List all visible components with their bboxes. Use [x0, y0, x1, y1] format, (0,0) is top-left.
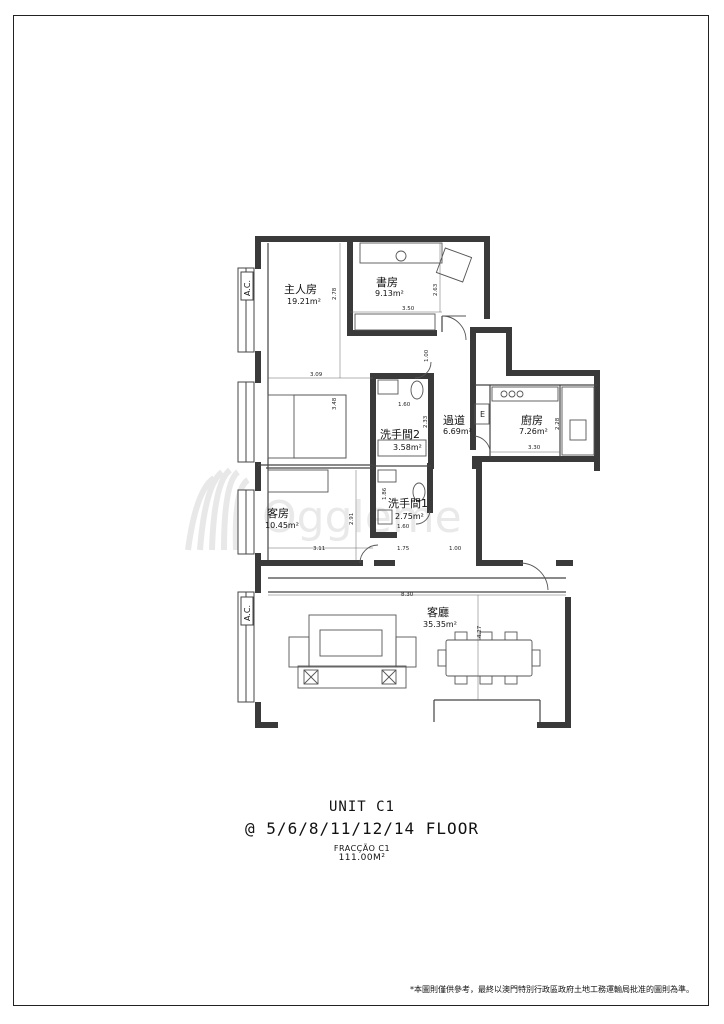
dim-living-depth: 4.27: [477, 625, 483, 638]
dim-study-width: 3.50: [402, 306, 415, 312]
room-guest-area: 10.45m²: [265, 521, 299, 530]
room-guest-name: 客房: [267, 506, 289, 520]
room-master-name: 主人房: [284, 283, 317, 296]
floor-plan: Oggleme: [185, 236, 600, 728]
dim-door-2: 1.00: [449, 546, 462, 552]
ac-label-top: A.C.: [243, 280, 252, 296]
dim-kitchen-height: 2.28: [555, 417, 561, 430]
dim-master-width: 3.09: [310, 372, 323, 378]
room-bath2-name: 洗手間2: [380, 427, 420, 441]
fraction-label: FRACÇÃO C1: [333, 844, 391, 853]
dim-bath2-height: 2.33: [423, 415, 429, 428]
disclaimer-note: *本圖則僅供參考，最終以澳門特別行政區政府土地工務運輸局批准的圖則為準。: [410, 985, 694, 994]
dim-bath1-width: 1.60: [397, 524, 410, 530]
dim-door-1: 1.00: [424, 349, 430, 362]
room-bath1-name: 洗手間1: [388, 496, 428, 510]
dim-study-height: 2.63: [433, 283, 439, 296]
unit-title: UNIT C1: [328, 799, 395, 815]
walls: [255, 236, 600, 728]
room-kitchen-name: 廚房: [521, 413, 543, 427]
dim-bath2-width: 1.60: [398, 402, 411, 408]
dim-passage-width: 1.75: [397, 546, 410, 552]
dimension-lines: [268, 243, 566, 700]
dim-kitchen-width: 3.30: [528, 445, 541, 451]
doors: [359, 315, 549, 591]
ac-units: [240, 271, 254, 626]
partitions: [258, 243, 597, 722]
room-bath2-area: 3.58m²: [393, 443, 422, 452]
room-master-area: 19.21m²: [287, 297, 321, 306]
dim-guest-width: 3.11: [313, 546, 325, 552]
ac-label-bottom: A.C.: [243, 605, 252, 621]
dim-master-height: 2.78: [332, 287, 338, 300]
watermark-logo: [185, 467, 250, 551]
room-living-area: 35.35m²: [423, 620, 457, 629]
dim-master-depth: 3.48: [332, 397, 338, 410]
room-kitchen-area: 7.26m²: [519, 427, 548, 436]
furniture: [267, 242, 595, 689]
floor-list: @ 5/6/8/11/12/14 FLOOR: [245, 819, 479, 838]
room-corridor-area: 6.69m²: [443, 427, 472, 436]
room-bath1-area: 2.75m²: [395, 512, 424, 521]
dim-guest-height: 2.91: [349, 513, 355, 525]
dim-bath1-height: 1.86: [382, 487, 388, 500]
room-study-area: 9.13m²: [375, 289, 404, 298]
room-living-name: 客廳: [427, 605, 449, 619]
room-study-name: 書房: [376, 275, 398, 289]
page-frame: [13, 15, 709, 1006]
dim-living-width: 8.30: [401, 592, 414, 598]
room-corridor-name: 過道: [443, 413, 465, 427]
title-block: UNIT C1 @ 5/6/8/11/12/14 FLOOR FRACÇÃO C…: [0, 796, 724, 863]
appliance-label: E: [480, 410, 485, 419]
unit-area: 111.00M²: [338, 853, 386, 863]
